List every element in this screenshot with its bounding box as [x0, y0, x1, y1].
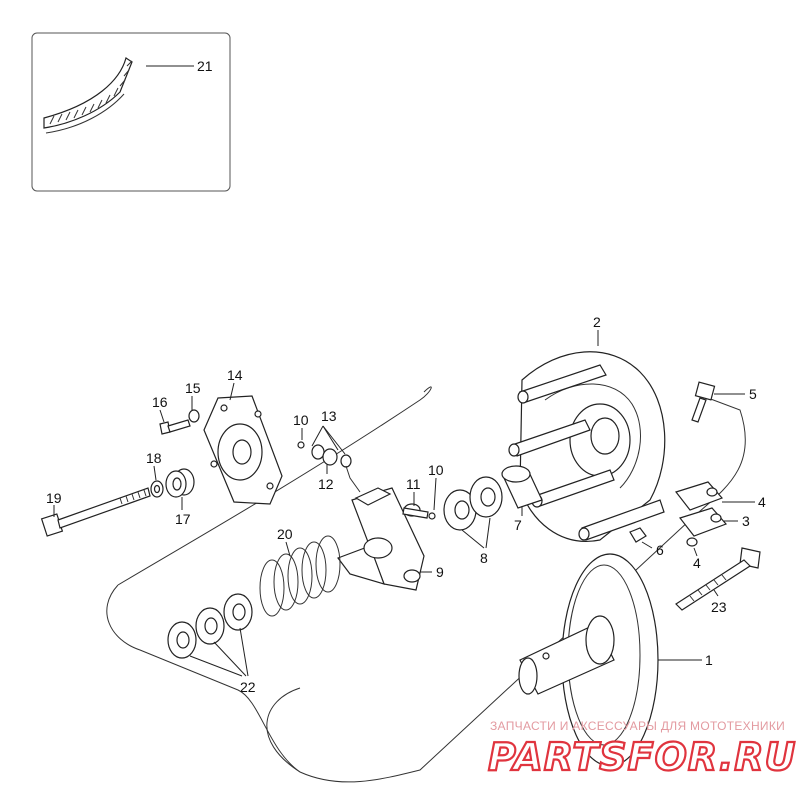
- callout-23: 23: [711, 599, 727, 615]
- callout-7: 7: [514, 517, 522, 533]
- callout-4-top: 4: [758, 494, 766, 510]
- watermark-subtitle: ЗАПЧАСТИ И АКСЕССУАРЫ ДЛЯ МОТОТЕХНИКИ: [490, 719, 785, 733]
- callout-5: 5: [749, 386, 757, 402]
- callout-6: 6: [656, 542, 664, 558]
- callout-10-right: 10: [428, 462, 444, 478]
- callout-8: 8: [480, 550, 488, 566]
- fixed-sheave-assembly: [508, 351, 666, 542]
- roller-parts-12: [297, 441, 361, 493]
- movable-sheave-1: [518, 553, 659, 767]
- callout-20: 20: [277, 526, 293, 542]
- nut-6: [629, 527, 647, 543]
- drive-belt-segment: [43, 57, 133, 134]
- callout-9: 9: [436, 564, 444, 580]
- callout-13: 13: [321, 408, 337, 424]
- shims-22: [167, 593, 253, 659]
- callout-17: 17: [175, 511, 191, 527]
- callout-21: 21: [197, 58, 213, 74]
- bolt-5: [691, 381, 716, 423]
- pin-11: [402, 507, 436, 520]
- callout-15: 15: [185, 380, 201, 396]
- watermark-brand: PARTSFOR.RU: [488, 735, 796, 779]
- bolt-23: [675, 547, 761, 611]
- callout-19: 19: [46, 490, 62, 506]
- callout-3: 3: [742, 513, 750, 529]
- cover-plate-14: [203, 395, 283, 505]
- bushing-7: [501, 465, 543, 509]
- washer-18: [150, 480, 164, 498]
- washer-4: [686, 537, 698, 547]
- spring-20: [259, 535, 341, 617]
- callout-11: 11: [406, 476, 421, 492]
- screw-16: [159, 419, 191, 435]
- callout-1: 1: [705, 652, 713, 668]
- callout-4-bottom: 4: [693, 555, 701, 571]
- callout-10-left: 10: [293, 412, 309, 428]
- weight-arm-9: [337, 487, 425, 591]
- callout-12: 12: [318, 476, 334, 492]
- partsfor-watermark: ЗАПЧАСТИ И АКСЕССУАРЫ ДЛЯ МОТОТЕХНИКИ PA…: [487, 719, 797, 780]
- washer-15: [188, 409, 200, 423]
- belt-inset: 21: [31, 32, 231, 192]
- bracket-3: [674, 481, 728, 537]
- callout-16: 16: [152, 394, 168, 410]
- bolt-19: [40, 487, 151, 537]
- washers-8: [443, 476, 503, 531]
- callout-18: 18: [146, 450, 162, 466]
- callout-22: 22: [240, 679, 256, 695]
- callout-14: 14: [227, 367, 243, 383]
- callout-2: 2: [593, 314, 601, 330]
- bushing-17: [165, 468, 195, 498]
